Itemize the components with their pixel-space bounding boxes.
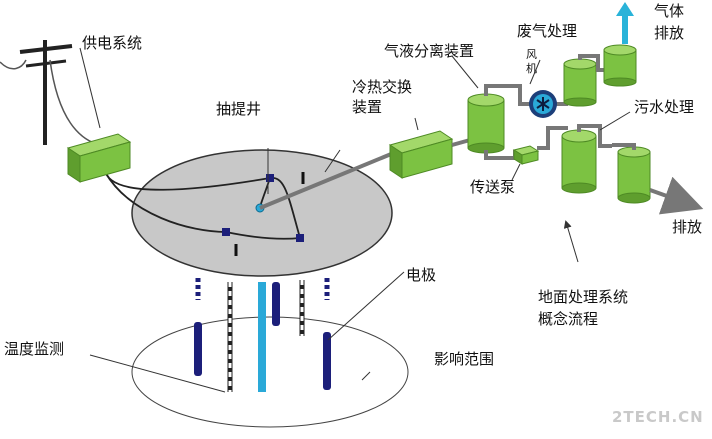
waste-gas-cylinder (563, 58, 597, 107)
waste-gas-label: 废气处理 (517, 22, 578, 40)
ground-treatment-label-2: 概念流程 (538, 310, 599, 328)
pipe-exchanger-to-separator (451, 138, 471, 147)
pipe-wastewater-link (577, 124, 612, 148)
discharge-pipe (612, 143, 636, 150)
electrode-top (266, 174, 274, 182)
influence-range-label: 影响范围 (434, 350, 495, 368)
gas-emission-label-1: 气体 (654, 2, 685, 20)
fan-label-1: 风 (526, 48, 537, 61)
fan-icon (529, 90, 557, 118)
platform-wiring (104, 169, 301, 240)
influence-range-ellipse (131, 316, 409, 428)
extraction-well-label: 抽提井 (216, 100, 262, 118)
discharge-arrow (649, 176, 704, 215)
heat-exchanger-box (388, 130, 454, 179)
transfer-pump-box (512, 145, 540, 165)
gas-emission-arrow (616, 2, 634, 44)
fan-label-2: 机 (526, 62, 537, 75)
electrode-right (296, 234, 304, 242)
temperature-monitoring-label: 温度监测 (4, 340, 65, 358)
power-system-label: 供电系统 (82, 34, 143, 52)
ground-treatment-label-1: 地面处理系统 (538, 288, 629, 306)
wastewater-label: 污水处理 (634, 98, 695, 116)
electrode-left (222, 228, 230, 236)
utility-pole (0, 40, 101, 146)
power-system-box (66, 133, 132, 183)
heat-exchanger-label-1: 冷热交换 (352, 78, 413, 96)
pump-label: 传送泵 (470, 178, 516, 196)
wastewater-cylinder-2 (617, 146, 651, 204)
separator-cylinder (467, 93, 505, 154)
heat-exchanger-label-2: 装置 (352, 98, 383, 116)
discharge-label: 排放 (672, 218, 703, 236)
extraction-pipe (259, 150, 397, 210)
separator-label: 气液分离装置 (384, 42, 475, 60)
underground-electrodes (194, 278, 331, 392)
watermark: 2TECH.CN (612, 408, 704, 426)
gas-pipe (484, 84, 535, 106)
liquid-pipe-2 (537, 126, 568, 150)
electrode-label: 电极 (406, 266, 437, 284)
gas-emission-cylinder (603, 44, 637, 87)
leader-lines (79, 47, 631, 393)
wastewater-cylinder-1 (561, 129, 597, 194)
gas-emission-label-2: 排放 (654, 24, 685, 42)
pipe-waste-gas-to-gas-tank (578, 54, 606, 72)
